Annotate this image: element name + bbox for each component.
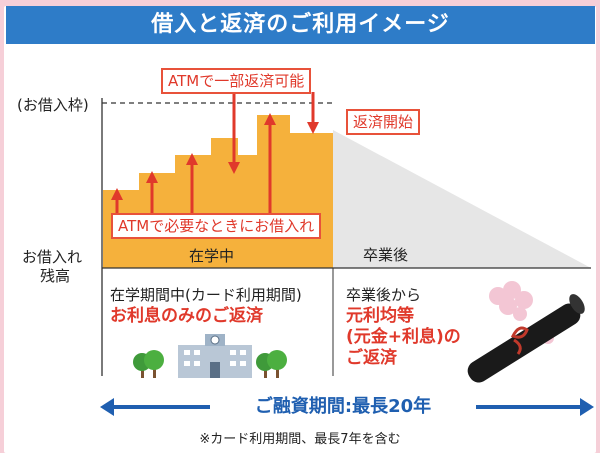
financing-period-label: ご融資期間:最長20年: [210, 393, 476, 421]
period-arrow-right: [580, 398, 594, 416]
in-school-label: 在学中: [189, 247, 235, 265]
grad-note-line2: 元利均等: [346, 306, 414, 326]
footnote: ※カード利用期間、最長7年を含む: [199, 432, 401, 447]
grad-note-line3: (元金+利息)の: [346, 327, 461, 347]
school-note-line2: お利息のみのご返済: [110, 306, 263, 326]
tree-icon: [144, 350, 164, 378]
period-arrow-left: [100, 398, 114, 416]
school-building-icon: [178, 334, 252, 378]
grad-note-line1: 卒業後から: [346, 286, 422, 304]
balance-label: お借入れ: [22, 248, 83, 266]
repayment-triangle: [333, 130, 591, 268]
after-graduation-label: 卒業後: [363, 246, 409, 264]
repay-start-callout: 返済開始: [346, 109, 421, 135]
diploma-scroll-icon: [467, 294, 585, 383]
limit-label: (お借入枠): [17, 96, 89, 114]
grad-note-line4: ご返済: [346, 348, 397, 368]
school-note-line1: 在学期間中(カード利用期間): [110, 286, 302, 304]
tree-icon: [267, 350, 287, 378]
diagram-title: 借入と返済のご利用イメージ: [6, 6, 595, 44]
repay-arrows: [228, 92, 319, 174]
partial-repay-callout: ATMで一部返済可能: [161, 68, 312, 94]
balance-label-2: 残高: [40, 267, 71, 285]
borrow-anytime-callout: ATMで必要なときにお借入れ: [111, 213, 322, 239]
